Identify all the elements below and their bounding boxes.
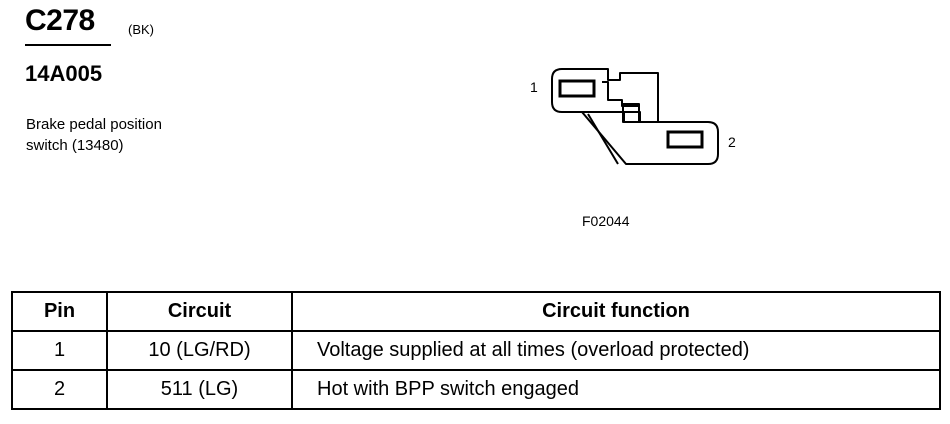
header-pin: Pin xyxy=(11,291,108,332)
description-line-2: switch (13480) xyxy=(26,137,124,154)
connector-upper-housing xyxy=(551,68,659,123)
locking-tab xyxy=(622,103,640,123)
table-row: 2 511 (LG) Hot with BPP switch engaged xyxy=(11,369,941,410)
connector-step xyxy=(602,81,638,107)
table-row: 1 10 (LG/RD) Voltage supplied at all tim… xyxy=(11,330,941,371)
pin-1-label: 1 xyxy=(530,79,538,95)
title-underline xyxy=(25,44,111,46)
circuit-function-cell: Voltage supplied at all times (overload … xyxy=(291,330,941,371)
connector-color-code: (BK) xyxy=(128,22,154,37)
pin-cell: 1 xyxy=(11,330,108,371)
circuit-cell: 511 (LG) xyxy=(106,369,293,410)
pinout-table: Pin Circuit Circuit function 1 10 (LG/RD… xyxy=(11,291,941,410)
connector-lower-housing xyxy=(581,111,719,165)
table-header-row: Pin Circuit Circuit function xyxy=(11,291,941,332)
pin-2-cavity xyxy=(666,130,704,149)
component-description: Brake pedal position switch (13480) xyxy=(26,114,246,156)
figure-code: F02044 xyxy=(582,213,630,229)
circuit-function-cell: Hot with BPP switch engaged xyxy=(291,369,941,410)
circuit-cell: 10 (LG/RD) xyxy=(106,330,293,371)
pin-1-cavity xyxy=(558,79,596,98)
pin-2-label: 2 xyxy=(728,134,736,150)
description-line-1: Brake pedal position xyxy=(26,116,162,133)
header-circuit-function: Circuit function xyxy=(291,291,941,332)
header-circuit: Circuit xyxy=(106,291,293,332)
keying-edge xyxy=(587,113,619,165)
connector-face-diagram: 1 2 xyxy=(530,68,736,165)
connector-id: C278 xyxy=(25,4,95,37)
pin-cell: 2 xyxy=(11,369,108,410)
part-number: 14A005 xyxy=(25,61,103,86)
